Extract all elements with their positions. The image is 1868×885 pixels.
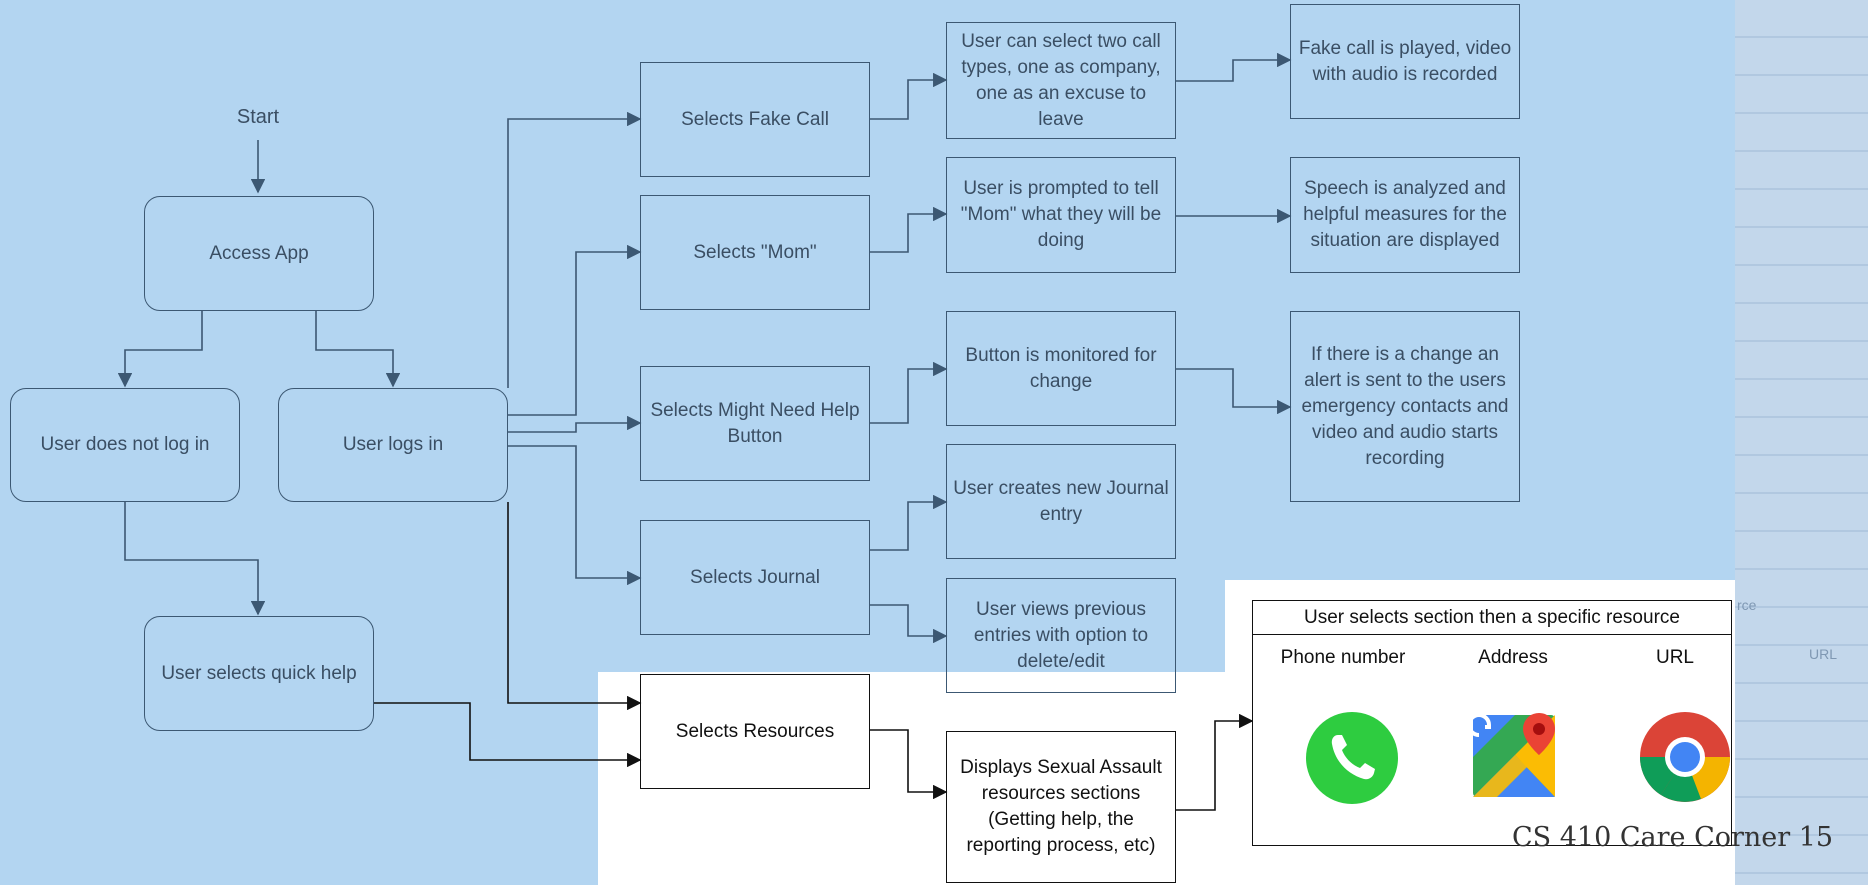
background-fragment-text: rce [1737,597,1757,613]
user-logs-in-node: User logs in [278,388,508,502]
alert-sent-node: If there is a change an alert is sent to… [1290,311,1520,502]
footer-slide-label: CS 410 Care Corner 15 [1512,822,1834,853]
journal-new-node: User creates new Journal entry [946,444,1176,559]
mom-prompt-node: User is prompted to tell "Mom" what they… [946,157,1176,273]
background-fragment-url: URL [1809,646,1838,662]
button-monitored-node: Button is monitored for change [946,311,1176,426]
resources-node: Selects Resources [640,674,870,789]
journal-view-node: User views previous entries with option … [946,578,1176,693]
fake-call-types-node: User can select two call types, one as c… [946,22,1176,139]
background-paper-strip: rce URL [1735,0,1868,885]
url-label: URL [1655,647,1694,668]
might-need-help-node: Selects Might Need Help Button [640,366,870,481]
journal-node: Selects Journal [640,520,870,635]
start-label: Start [236,106,280,128]
quick-help-node: User selects quick help [144,616,374,731]
speech-analyzed-node: Speech is analyzed and helpful measures … [1290,157,1520,273]
resource-panel: User selects section then a specific res… [1252,600,1732,846]
mom-node: Selects "Mom" [640,195,870,310]
fake-call-result-node: Fake call is played, video with audio is… [1290,4,1520,119]
user-not-log-in-node: User does not log in [10,388,240,502]
resource-panel-header: User selects section then a specific res… [1253,601,1731,635]
phone-icon[interactable] [1305,711,1399,805]
phone-number-label: Phone number [1280,647,1406,668]
address-label: Address [1478,647,1548,668]
access-app-node: Access App [144,196,374,311]
maps-icon[interactable] [1471,711,1559,799]
chrome-icon[interactable] [1639,711,1731,803]
fake-call-node: Selects Fake Call [640,62,870,177]
white-overlay-bottom [598,672,1235,885]
display-resources-node: Displays Sexual Assault resources sectio… [946,731,1176,883]
